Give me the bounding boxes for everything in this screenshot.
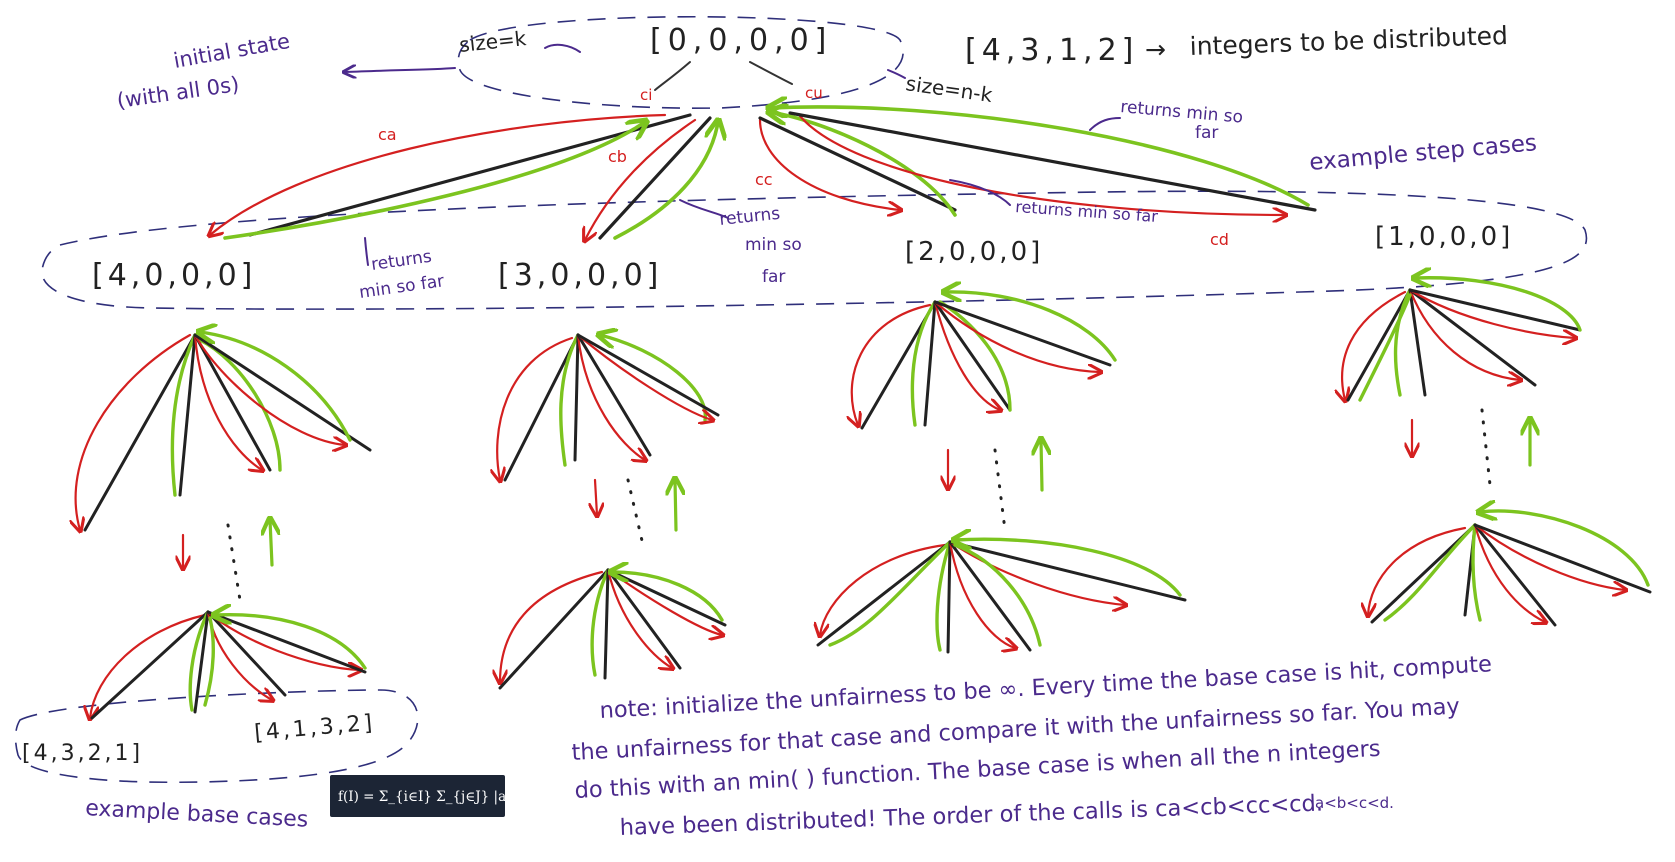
- root-edges: [210, 107, 1317, 240]
- edge-black-b: [598, 116, 712, 240]
- returns-d-line2: far: [1195, 123, 1218, 143]
- step-state-2: [3,0,0,0]: [498, 258, 662, 293]
- fan-3: [852, 292, 1117, 428]
- edge-label-ca: ca: [378, 125, 397, 144]
- root-ellipse: [457, 15, 904, 109]
- formula: f(I) = Σ_{i∈I} Σ_{j∈J} |a_i − a_j|: [338, 789, 561, 805]
- step-state-4: [1,0,0,0]: [1375, 222, 1513, 252]
- note-line-4: have been distributed! The order of the …: [619, 790, 1323, 841]
- note-paragraph: note: initialize the unfairness to be ∞.…: [571, 651, 1493, 841]
- up-arrow-1: [270, 520, 272, 567]
- integers-list: [4,3,1,2]: [965, 33, 1138, 68]
- edge-black-d: [788, 111, 1317, 212]
- base-cases-label: example base cases: [85, 796, 309, 833]
- base-state-1: [4,3,2,1]: [22, 741, 143, 766]
- returns-a-line: [364, 237, 369, 266]
- returns-a-line1: returns: [370, 247, 433, 275]
- size-right-arrow: [887, 69, 906, 79]
- size-n-k-label: size=n-k: [904, 71, 994, 107]
- integers-arrow: →: [1145, 35, 1166, 64]
- root-split-left: [654, 61, 691, 91]
- edge-green-a: [223, 122, 645, 240]
- edge-label-cu: cu: [805, 84, 823, 102]
- fan-6: [500, 570, 725, 690]
- returns-a-line2: min so far: [358, 271, 445, 303]
- edge-black-a: [248, 113, 692, 237]
- returns-d-line1: returns min so: [1120, 97, 1244, 128]
- edge-label-cd: cd: [1210, 230, 1229, 249]
- annotation-arrows: [345, 43, 1121, 266]
- root-texts: [0,0,0,0] size=k size=n-k initial state …: [115, 21, 1508, 113]
- dots-2: [626, 478, 645, 547]
- formula-box: [330, 775, 505, 817]
- dashed-groups: [14, 15, 1588, 784]
- base-ellipse: [14, 689, 419, 784]
- fan-5: [90, 612, 367, 718]
- note-line-extra: a<b<c<d.: [1315, 794, 1394, 812]
- initial-state-line2: (with all 0s): [115, 72, 240, 113]
- fan-8: [1368, 511, 1652, 627]
- returns-b-line1: returns: [718, 204, 781, 230]
- dots-1: [226, 523, 242, 602]
- root-state: [0,0,0,0]: [650, 23, 832, 58]
- returns-b-curve: [679, 199, 729, 219]
- edge-label-cb: cb: [608, 147, 627, 166]
- edge-red-d: [798, 114, 1285, 215]
- returns-d-curve: [1089, 117, 1121, 131]
- initial-state-line1: initial state: [172, 29, 292, 73]
- returns-texts: returns min so far returns min so far re…: [358, 97, 1244, 303]
- edge-red-a: [210, 113, 667, 235]
- dots-3: [993, 448, 1007, 532]
- step-cases-label: example step cases: [1308, 130, 1538, 176]
- returns-c-curve: [949, 179, 1011, 206]
- edge-label-cc: cc: [755, 170, 773, 189]
- initial-state-arrow: [345, 68, 456, 72]
- step-ellipse: [41, 190, 1588, 310]
- fan-4: [1342, 278, 1582, 400]
- edge-label-texts: ca cb cc cd ci cu: [378, 84, 1229, 249]
- level-transitions: [183, 408, 1530, 602]
- edge-green-b: [613, 122, 718, 240]
- fan-2: [497, 335, 720, 480]
- edge-black-c: [758, 116, 957, 212]
- fan-7: [818, 539, 1187, 654]
- up-arrow-2: [675, 480, 676, 532]
- fan-1: [76, 332, 372, 530]
- dots-4: [1480, 408, 1492, 487]
- returns-b-line2: min so: [745, 235, 802, 255]
- returns-c: returns min so far: [1015, 197, 1159, 226]
- size-k-label: size=k: [458, 26, 528, 57]
- root-split-right: [749, 61, 793, 85]
- edge-green-c: [770, 112, 957, 217]
- step-state-3: [2,0,0,0]: [905, 237, 1043, 267]
- returns-b-line3: far: [762, 267, 785, 287]
- edge-label-ci: ci: [640, 86, 652, 104]
- edge-red-c: [758, 118, 900, 210]
- up-arrow-3: [1041, 440, 1042, 492]
- down-arrow-2: [595, 478, 597, 515]
- edge-green-d: [770, 107, 1310, 207]
- integers-label: integers to be distributed: [1189, 21, 1508, 61]
- base-state-2: [4,1,3,2]: [253, 711, 376, 746]
- step-state-1: [4,0,0,0]: [92, 258, 256, 293]
- edge-red-b: [585, 118, 697, 240]
- size-k-arrow: [544, 43, 581, 53]
